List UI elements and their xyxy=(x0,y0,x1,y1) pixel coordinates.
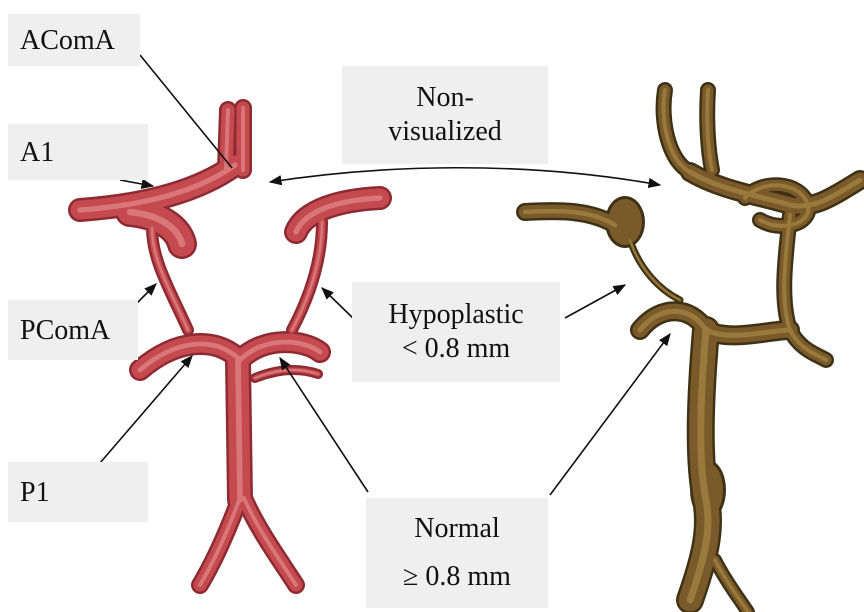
label-normal-line1: Normal xyxy=(414,512,500,546)
label-hypoplastic-line1: Hypoplastic xyxy=(388,298,523,332)
label-a1: A1 xyxy=(8,124,148,180)
label-acoma-text: AComA xyxy=(20,24,130,58)
label-hypoplastic-line2: < 0.8 mm xyxy=(402,332,510,366)
label-pcoma-text: PComA xyxy=(20,314,138,348)
angiographic-reconstruction xyxy=(525,90,860,612)
label-non-visualized-line2: visualized xyxy=(388,115,502,149)
label-non-visualized: Non- visualized xyxy=(342,66,548,164)
label-normal: Normal ≥ 0.8 mm xyxy=(366,498,548,608)
label-a1-text: A1 xyxy=(20,136,148,170)
label-pcoma: PComA xyxy=(8,300,138,360)
label-acoma: AComA xyxy=(8,14,140,66)
pointer-hypoplastic-right xyxy=(565,285,625,318)
label-p1: P1 xyxy=(8,462,148,522)
label-p1-text: P1 xyxy=(20,476,148,510)
pointer-acoma xyxy=(140,55,232,168)
label-normal-line2: ≥ 0.8 mm xyxy=(403,560,511,594)
pointer-a1 xyxy=(120,180,153,186)
label-non-visualized-line1: Non- xyxy=(416,81,474,115)
pointer-hypoplastic-left xyxy=(322,288,355,320)
pointer-normal-right xyxy=(550,334,670,495)
pointer-non-visualized xyxy=(270,168,660,185)
label-hypoplastic: Hypoplastic < 0.8 mm xyxy=(352,282,560,382)
